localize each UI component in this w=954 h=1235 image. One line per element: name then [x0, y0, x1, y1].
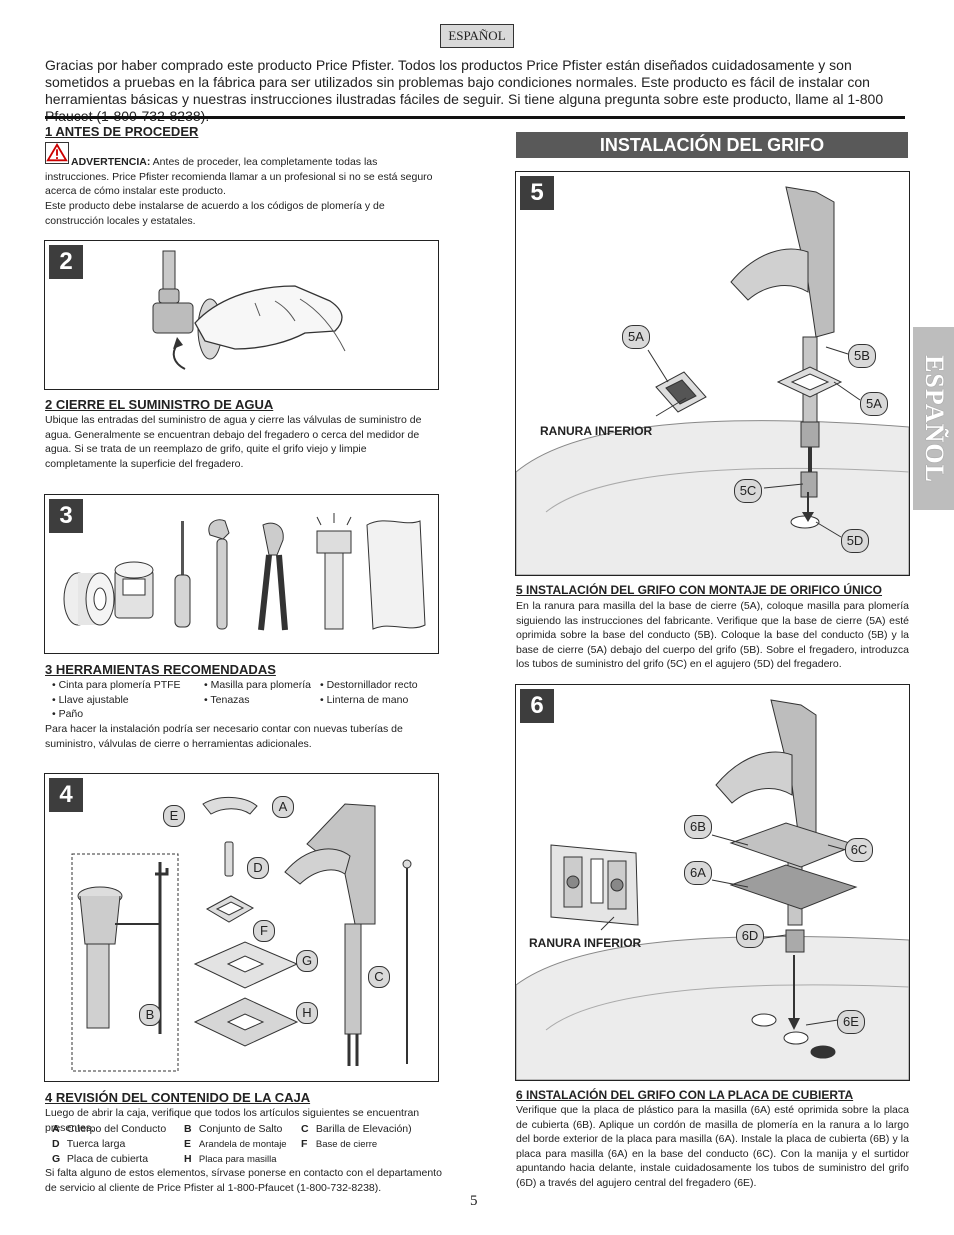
- cover-plate-installation-illustration: [516, 699, 909, 1080]
- tool-item: • Tenazas: [204, 693, 250, 706]
- section3-text: Para hacer la instalación podría ser nec…: [45, 723, 403, 750]
- header-divider: [45, 116, 905, 119]
- callout-c: C: [368, 966, 390, 988]
- figure-3: 3: [44, 494, 439, 654]
- figure-5-label: RANURA INFERIOR: [540, 424, 653, 438]
- figure-4: 4: [44, 773, 439, 1082]
- installation-banner: INSTALACIÓN DEL GRIFO: [516, 132, 908, 158]
- putty-plate-icon: [729, 864, 858, 910]
- section4-text: Luego de abrir la caja, verifique que to…: [45, 1107, 420, 1134]
- part-item: C Barilla de Elevación): [301, 1123, 412, 1135]
- part-item: A Cuerpo del Conducto: [52, 1123, 167, 1135]
- section1-heading: 1 ANTES DE PROCEDER: [45, 124, 199, 139]
- figure-4-number: 4: [49, 778, 83, 812]
- tool-item: • Llave ajustable: [52, 693, 129, 706]
- putty-plate-icon: [193, 997, 299, 1047]
- part-item: F Base de cierre: [301, 1138, 378, 1150]
- callout-6e: 6E: [837, 1010, 865, 1034]
- warning-label: ADVERTENCIA:: [71, 156, 151, 168]
- callout-6a: 6A: [684, 861, 712, 885]
- tool-item: • Cinta para plomería PTFE: [52, 679, 181, 691]
- lift-rod-icon: [402, 859, 412, 1064]
- ptfe-tape-icon: [63, 572, 115, 626]
- figure-6-number: 6: [520, 689, 554, 723]
- side-tab-label: ESPAÑOL: [919, 354, 949, 483]
- part-item: D Tuerca larga: [52, 1138, 126, 1150]
- callout-e: E: [163, 805, 185, 827]
- plumbers-putty-icon: [114, 561, 154, 619]
- part-item: H Placa para masilla: [184, 1153, 277, 1165]
- flashlight-icon: [316, 513, 352, 630]
- faucet-body-icon: [715, 699, 817, 953]
- callout-5b: 5B: [848, 344, 876, 368]
- cover-plate-icon: [193, 941, 299, 989]
- figure-5-number: 5: [520, 176, 554, 210]
- base-gasket-icon: [776, 366, 843, 398]
- box-contents-illustration: [71, 797, 412, 1072]
- figure-6: 6 6: [515, 684, 910, 1081]
- section1-warning: ADVERTENCIA: Antes de proceder, lea comp…: [45, 155, 438, 199]
- long-nut-icon: [224, 841, 234, 877]
- screwdriver-icon: [174, 521, 191, 628]
- section1-text2: Este producto debe instalarse de acuerdo…: [45, 200, 385, 227]
- callout-5a-left: 5A: [622, 325, 650, 349]
- tools-list: • Cinta para plomería PTFE • Llave ajust…: [52, 678, 442, 722]
- shutoff-valve-illustration: [152, 250, 346, 370]
- warning-text: Antes de proceder, lea completamente tod…: [45, 156, 433, 197]
- figure-6-label: RANURA INFERIOR: [529, 936, 642, 950]
- section4-heading: 4 REVISIÓN DEL CONTENIDO DE LA CAJA: [45, 1090, 311, 1105]
- loose-gasket-icon: [655, 371, 707, 417]
- part-item: G Placa de cubierta: [52, 1153, 149, 1165]
- part-item: B Conjunto de Salto: [184, 1123, 283, 1135]
- figure-2-number: 2: [49, 245, 83, 279]
- callout-b: B: [139, 1004, 161, 1026]
- cloth-icon: [366, 520, 426, 630]
- section2-text: Ubique las entradas del suministro de ag…: [45, 414, 422, 470]
- callout-5c: 5C: [734, 479, 762, 503]
- pop-up-drain-icon: [77, 862, 169, 1034]
- figure-5: 5 5A 5B 5A RANURA INFERIOR: [515, 171, 910, 576]
- page-number: 5: [470, 1193, 478, 1209]
- cover-plate-icon: [729, 822, 858, 868]
- putty-plate-underside-icon: [550, 844, 639, 926]
- tool-item: • Linterna de mano: [320, 693, 409, 706]
- single-hole-installation-illustration: [516, 186, 909, 575]
- section4-text2: Si falta alguno de estos elementos, sírv…: [45, 1167, 442, 1194]
- tool-item: • Masilla para plomería: [204, 679, 311, 691]
- recommended-tools-illustration: [63, 513, 426, 631]
- pliers-icon: [258, 522, 288, 631]
- callout-5d: 5D: [841, 529, 869, 553]
- callout-6c: 6C: [845, 838, 873, 862]
- parts-list: A Cuerpo del Conducto B Conjunto de Salt…: [52, 1122, 452, 1167]
- mounting-washer-icon: [202, 797, 258, 815]
- faucet-body-icon: [730, 186, 835, 498]
- section5-heading: 5 INSTALACIÓN DEL GRIFO CON MONTAJE DE O…: [516, 583, 883, 597]
- callout-g: G: [296, 950, 318, 972]
- tool-item: • Destornillador recto: [320, 679, 418, 691]
- side-language-tab: ESPAÑOL: [913, 327, 954, 510]
- callout-h: H: [296, 1002, 318, 1024]
- section6-text: Verifique que la placa de plástico para …: [516, 1104, 909, 1189]
- figure-2: 2: [44, 240, 439, 390]
- section5-text: En la ranura para masilla del la base de…: [516, 600, 909, 670]
- base-gasket-icon: [205, 895, 255, 923]
- section6-heading: 6 INSTALACIÓN DEL GRIFO CON LA PLACA DE …: [516, 1088, 854, 1102]
- tool-item: • Paño: [52, 708, 84, 720]
- adjustable-wrench-icon: [208, 519, 230, 630]
- callout-6d: 6D: [736, 924, 764, 948]
- faucet-body-icon: [284, 803, 376, 1066]
- part-item: E Arandela de montaje: [184, 1138, 287, 1150]
- callout-5a-right: 5A: [860, 392, 888, 416]
- section2-heading: 2 CIERRE EL SUMINISTRO DE AGUA: [45, 397, 274, 412]
- callout-6b: 6B: [684, 815, 712, 839]
- warning-icon: [45, 142, 69, 164]
- section3-heading: 3 HERRAMIENTAS RECOMENDADAS: [45, 662, 276, 677]
- callout-f: F: [253, 920, 275, 942]
- language-tag: ESPAÑOL: [440, 24, 514, 48]
- callout-d: D: [247, 857, 269, 879]
- callout-a: A: [272, 796, 294, 818]
- intro-paragraph: Gracias por haber comprado este producto…: [45, 57, 884, 124]
- figure-3-number: 3: [49, 499, 83, 533]
